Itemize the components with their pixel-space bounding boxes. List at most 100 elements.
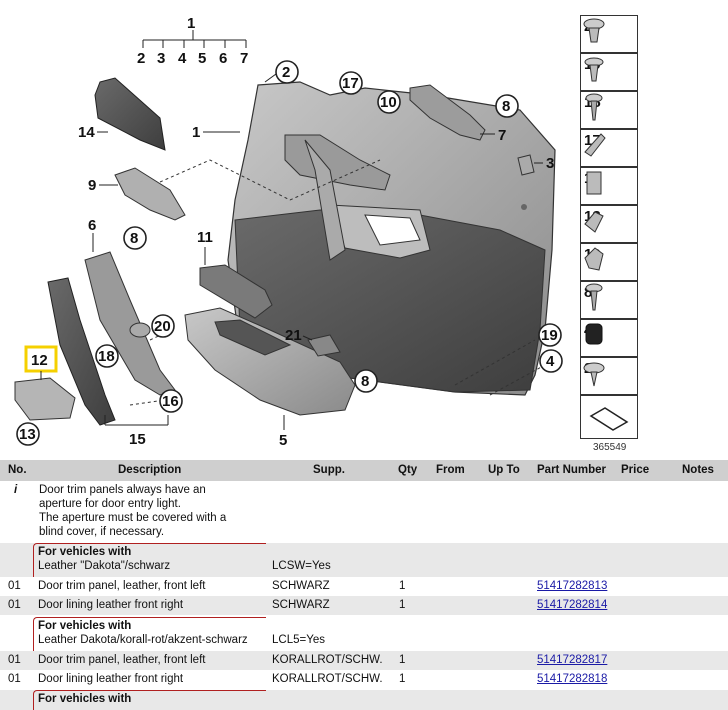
callout-group-item: 4 <box>178 50 187 67</box>
group-header: For vehicles with Leather Dakota/korall-… <box>0 617 728 651</box>
svg-text:2: 2 <box>282 64 290 81</box>
callout-4: 4 <box>539 349 563 373</box>
row-no: 01 <box>8 654 21 666</box>
note-line: The aperture must be covered with a <box>39 512 227 524</box>
screw-icon <box>585 93 603 121</box>
callout-group-item: 7 <box>240 50 248 67</box>
svg-text:17: 17 <box>342 75 359 92</box>
small-part-10[interactable]: 10 <box>580 243 638 281</box>
callout-20: 20 <box>151 314 175 338</box>
group-title: For vehicles with <box>38 620 132 632</box>
part-number-link[interactable]: 51417282813 <box>537 580 608 592</box>
svg-text:8: 8 <box>502 98 510 115</box>
col-part-number: Part Number <box>537 464 607 476</box>
small-part-16[interactable]: 16 <box>580 167 638 205</box>
note-line: Door trim panels always have an <box>39 484 206 496</box>
group-header: For vehicles with <box>0 690 728 710</box>
parts-diagram: 1 2 3 4 5 6 7 14 1 9 7 3 6 11 21 5 15 2 … <box>14 15 638 453</box>
group-title: For vehicles with <box>38 546 132 558</box>
callout-9: 9 <box>88 177 96 194</box>
part-number-link[interactable]: 51417282818 <box>537 673 608 685</box>
group-supp: LCL5=Yes <box>272 634 325 646</box>
row-qty: 1 <box>399 599 406 611</box>
col-from: From <box>436 464 465 476</box>
callout-6: 6 <box>88 217 96 234</box>
svg-text:20: 20 <box>154 318 171 335</box>
small-part-13[interactable]: 13 <box>580 205 638 243</box>
screw-icon <box>585 283 603 311</box>
small-part-8[interactable]: 8 <box>580 281 638 319</box>
table-row[interactable]: 01 Door trim panel, leather, front left … <box>0 577 728 596</box>
col-qty: Qty <box>398 464 418 476</box>
col-supp: Supp. <box>313 464 345 476</box>
handle-bracket-drawing <box>409 84 486 141</box>
col-description: Description <box>118 464 182 476</box>
group-header: For vehicles with Leather "Dakota"/schwa… <box>0 543 728 577</box>
callout-1-group: 1 <box>187 15 195 32</box>
part-number-link[interactable]: 51417282814 <box>537 599 608 611</box>
row-description: Door trim panel, leather, front left <box>38 580 206 592</box>
callout-17: 17 <box>339 71 363 95</box>
callout-7: 7 <box>498 127 506 144</box>
bracket-clip-icon <box>584 133 606 157</box>
row-supp: SCHWARZ <box>272 580 330 592</box>
callout-8-a: 8 <box>495 94 519 118</box>
callout-8-c: 8 <box>354 369 378 393</box>
clip-nut-icon <box>586 171 602 195</box>
small-part-17[interactable]: 17 <box>580 129 638 167</box>
row-description: Door trim panel, leather, front left <box>38 654 206 666</box>
callout-group-item: 6 <box>219 50 227 67</box>
round-clip-drawing <box>129 322 151 338</box>
small-part-19[interactable]: 19 <box>580 53 638 91</box>
row-qty: 1 <box>399 580 406 592</box>
col-notes: Notes <box>682 464 714 476</box>
svg-text:4: 4 <box>546 353 555 370</box>
note-line: aperture for door entry light. <box>39 498 181 510</box>
small-part-4[interactable]: 4 <box>580 319 638 357</box>
col-no: No. <box>8 464 27 476</box>
table-header: No. Description Supp. Qty From Up To Par… <box>0 460 728 481</box>
small-part-20[interactable]: 20 <box>580 15 638 53</box>
group-title: For vehicles with <box>38 693 132 705</box>
table-row[interactable]: 01 Door trim panel, leather, front left … <box>0 651 728 670</box>
group-supp: LCSW=Yes <box>272 560 331 572</box>
small-part-2[interactable]: 2 <box>580 357 638 395</box>
table-row[interactable]: 01 Door lining leather front right KORAL… <box>0 670 728 689</box>
callout-12-highlighted[interactable]: 12 <box>24 345 58 373</box>
callout-5: 5 <box>279 432 287 449</box>
small-parts-panel: 20 19 18 17 16 13 10 8 4 2 <box>580 15 638 439</box>
row-description: Door lining leather front right <box>38 673 184 685</box>
door-trim-panel-drawing <box>227 81 556 396</box>
svg-text:10: 10 <box>380 94 397 111</box>
part-number-link[interactable]: 51417282817 <box>537 654 608 666</box>
col-price: Price <box>621 464 650 476</box>
callout-group-item: 3 <box>157 50 165 67</box>
callout-8-b: 8 <box>123 226 147 250</box>
small-part-18[interactable]: 18 <box>580 91 638 129</box>
svg-text:12: 12 <box>31 352 48 369</box>
exploded-view-drawing: 1 2 3 4 5 6 7 14 1 9 7 3 6 11 21 5 15 2 … <box>14 15 563 449</box>
speaker-cover-drawing <box>94 77 166 151</box>
callout-19: 19 <box>538 323 562 347</box>
row-qty: 1 <box>399 673 406 685</box>
arrow-icon <box>589 407 629 431</box>
group-subtitle: Leather Dakota/korall-rot/akzent-schwarz <box>38 634 248 646</box>
row-supp: KORALLROT/SCHW. <box>272 673 383 685</box>
grommet-icon <box>585 323 603 345</box>
note-row: i Door trim panels always have an apertu… <box>0 481 728 543</box>
info-marker: i <box>14 484 18 496</box>
callout-10: 10 <box>377 90 401 114</box>
svg-text:18: 18 <box>98 348 115 365</box>
spring-clip-icon <box>584 211 604 233</box>
note-line: blind cover, if necessary. <box>39 526 165 538</box>
clip-drawing <box>517 154 535 176</box>
callout-15: 15 <box>129 431 146 448</box>
table-row[interactable]: 01 Door lining leather front right SCHWA… <box>0 596 728 615</box>
svg-text:8: 8 <box>361 373 369 390</box>
callout-group-item: 2 <box>137 50 145 67</box>
callout-16: 16 <box>159 389 183 413</box>
callout-1: 1 <box>192 124 200 141</box>
switch-panel-drawing <box>199 264 273 319</box>
row-no: 01 <box>8 599 21 611</box>
row-description: Door lining leather front right <box>38 599 184 611</box>
